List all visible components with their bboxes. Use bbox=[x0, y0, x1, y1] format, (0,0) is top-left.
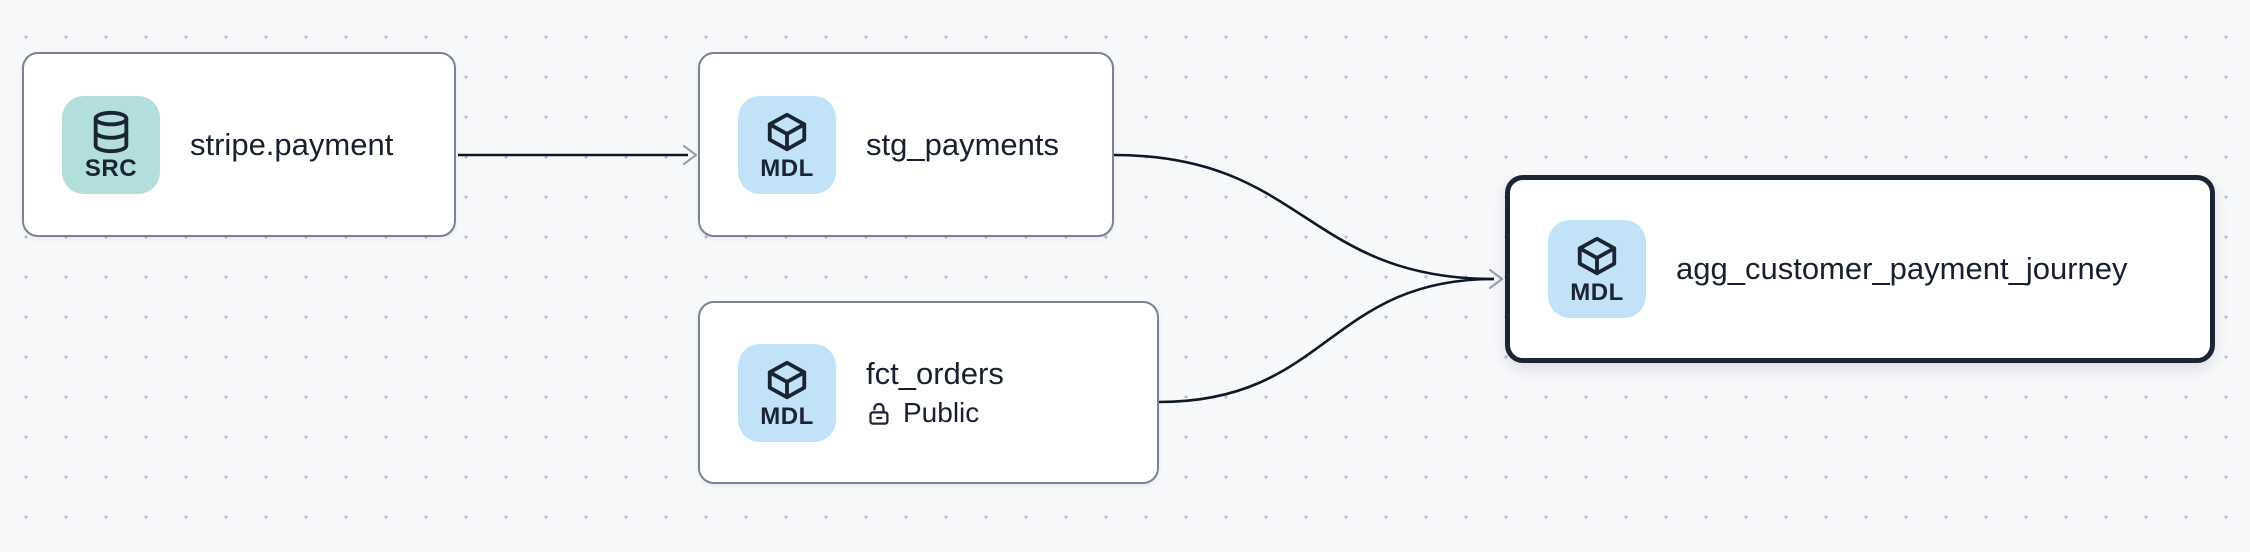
badge-label: MDL bbox=[760, 402, 814, 430]
model-type-badge: MDL bbox=[738, 343, 836, 442]
cube-icon bbox=[1577, 236, 1617, 276]
node-stripe-payment[interactable]: SRC stripe.payment bbox=[22, 52, 456, 237]
badge-label: MDL bbox=[760, 154, 814, 182]
edge-fct-orders-to-agg-customer-payment-journey[interactable] bbox=[1158, 277, 1495, 404]
access-row: Public bbox=[866, 396, 1004, 429]
model-type-badge: MDL bbox=[1548, 220, 1646, 318]
badge-label: SRC bbox=[84, 154, 138, 182]
badge-label: MDL bbox=[1570, 279, 1624, 306]
node-label: agg_customer_payment_journey bbox=[1676, 251, 2128, 287]
edge-stg-payments-to-agg-customer-payment-journey[interactable] bbox=[1113, 153, 1495, 281]
database-icon bbox=[93, 110, 129, 153]
lock-open-icon bbox=[869, 402, 889, 425]
edge-arrowhead-icon bbox=[1488, 268, 1504, 290]
model-type-badge: MDL bbox=[738, 95, 836, 194]
node-stg-payments[interactable]: MDL stg_payments bbox=[698, 52, 1114, 237]
source-type-badge: SRC bbox=[62, 95, 160, 194]
cube-icon bbox=[767, 112, 807, 151]
cube-icon bbox=[767, 360, 807, 399]
node-fct-orders[interactable]: MDL fct_orders Public bbox=[698, 301, 1159, 484]
node-label: stg_payments bbox=[866, 126, 1059, 162]
access-label: Public bbox=[903, 396, 980, 428]
node-agg-customer-payment-journey[interactable]: MDL agg_customer_payment_journey bbox=[1505, 175, 2215, 363]
node-label: stripe.payment bbox=[190, 126, 394, 162]
edge-arrowhead-icon bbox=[682, 144, 698, 166]
node-label: fct_orders bbox=[866, 356, 1004, 392]
